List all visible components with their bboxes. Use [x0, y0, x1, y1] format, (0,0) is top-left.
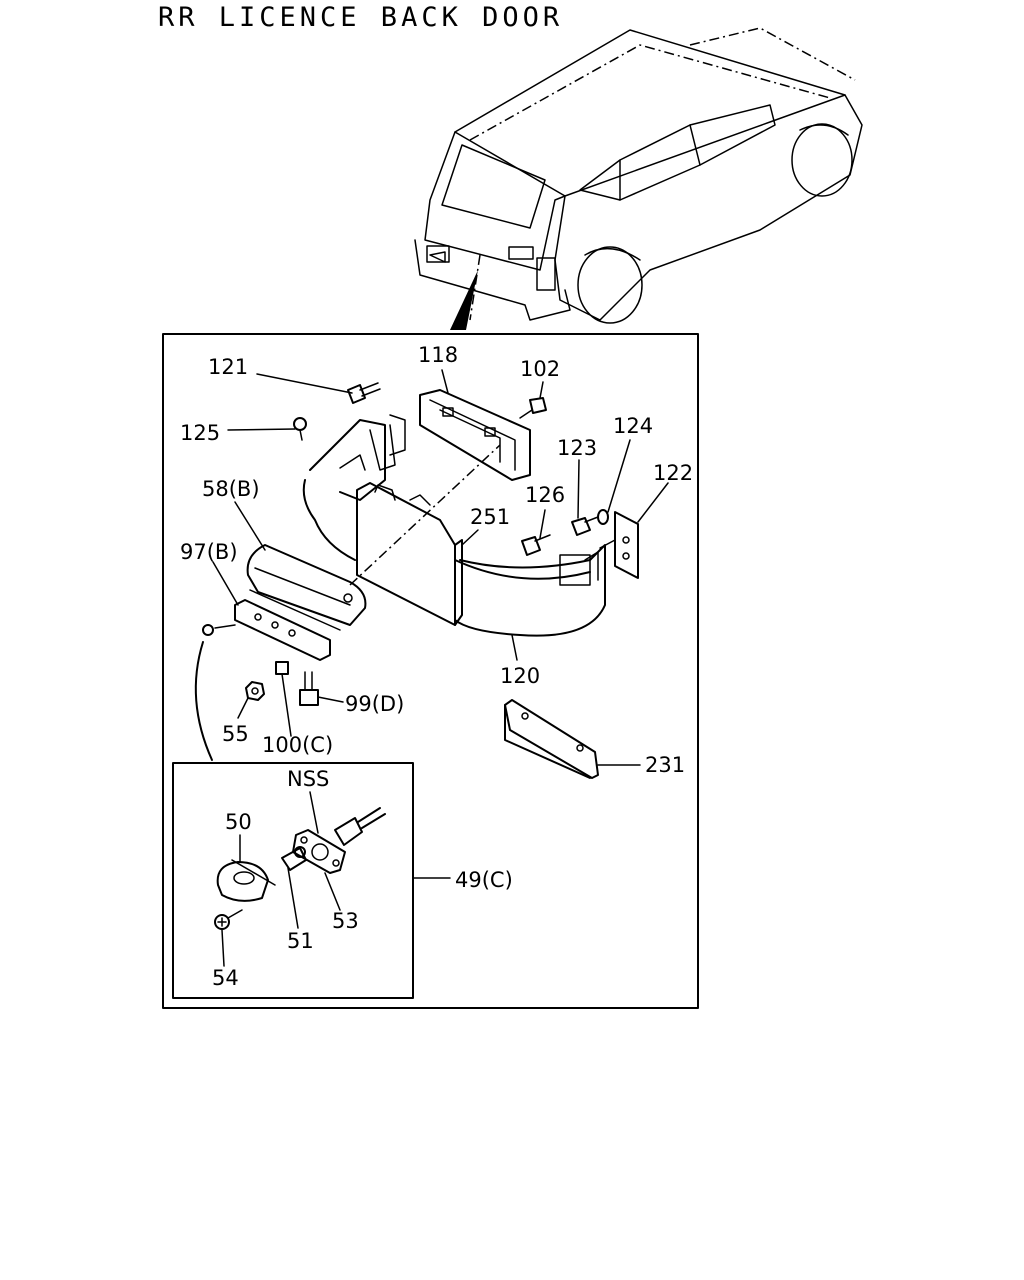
part-123-bolt	[571, 516, 599, 536]
callout-nss: NSS	[287, 767, 329, 791]
diagram-title: RR LICENCE BACK DOOR	[158, 2, 564, 33]
part-231-plate	[504, 699, 599, 779]
leader-lines	[212, 369, 669, 967]
part-118-lamp-housing	[419, 389, 531, 481]
callout-55: 55	[222, 722, 249, 746]
part-97b-base	[202, 599, 331, 661]
callout-50: 50	[225, 810, 252, 834]
part-126-bolt	[521, 534, 551, 556]
part-55-nut	[245, 681, 265, 701]
callout-58b: 58(B)	[202, 477, 260, 501]
vehicle-illustration	[414, 27, 863, 330]
callout-99d: 99(D)	[345, 692, 404, 716]
part-54-screw	[214, 909, 243, 930]
main-detail-frame	[162, 333, 699, 1009]
part-50-lens	[216, 859, 276, 902]
callout-121: 121	[208, 355, 248, 379]
callout-231: 231	[645, 753, 685, 777]
part-100c-spacer	[275, 661, 289, 675]
callout-54: 54	[212, 966, 239, 990]
callout-labels: 121 118 102 125 124 123 122 58(B) 126 25…	[180, 343, 693, 990]
callout-120: 120	[500, 664, 540, 688]
callout-126: 126	[525, 483, 565, 507]
part-251-plate	[356, 482, 463, 626]
part-124-washer	[597, 509, 609, 525]
part-121-bolt	[347, 382, 381, 404]
part-125-screw	[293, 417, 307, 441]
part-53-gasket	[292, 829, 346, 874]
part-99d-bolt	[299, 671, 319, 706]
part-122-bracket	[599, 511, 639, 579]
callout-100c: 100(C)	[262, 733, 333, 757]
callout-124: 124	[613, 414, 653, 438]
callout-49c: 49(C)	[455, 868, 513, 892]
callout-122: 122	[653, 461, 693, 485]
inset-detail-frame	[172, 762, 414, 999]
callout-102: 102	[520, 357, 560, 381]
callout-125: 125	[180, 421, 220, 445]
callout-251: 251	[470, 505, 510, 529]
callout-97b: 97(B)	[180, 540, 238, 564]
callout-123: 123	[557, 436, 597, 460]
part-socket-wire	[334, 807, 386, 846]
callout-118: 118	[418, 343, 458, 367]
callout-53: 53	[332, 909, 359, 933]
part-58b-lamp-lens	[246, 544, 367, 631]
callout-51: 51	[287, 929, 314, 953]
part-120-bracket	[302, 414, 606, 637]
part-102-screw	[519, 397, 547, 419]
